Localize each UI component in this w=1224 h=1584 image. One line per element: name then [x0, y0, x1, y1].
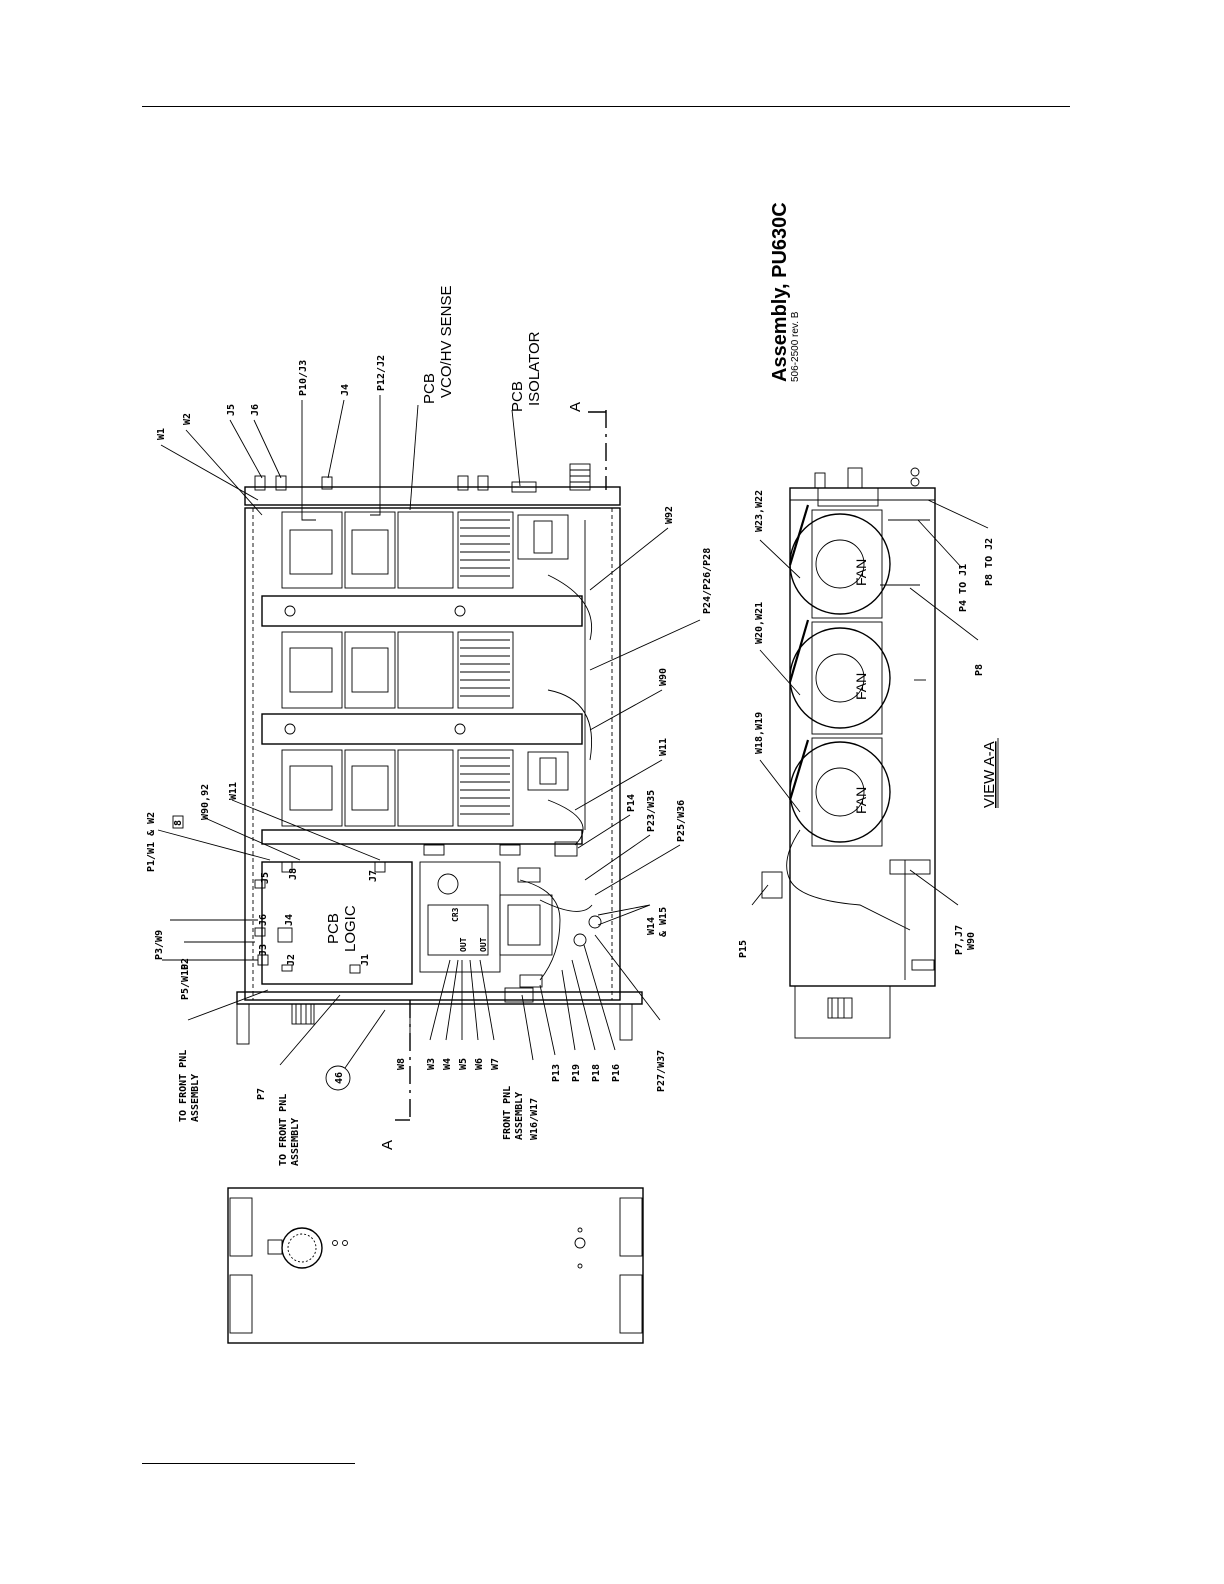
- assembly-subtitle: 506-2500 rev. B: [790, 311, 801, 382]
- fan-2: FAN: [789, 621, 891, 735]
- label-j6-board: J6: [258, 914, 269, 926]
- label-p24-p26-p28: P24/P26/P28: [702, 548, 713, 614]
- label-w11-right: W11: [658, 738, 669, 756]
- label-to-front-pnl-b: TO FRONT PNL ASSEMBLY: [278, 1088, 301, 1166]
- main-top-view: PCB LOGIC: [236, 410, 643, 1121]
- label-to-front-pnl-a: TO FRONT PNL ASSEMBLY: [178, 1044, 201, 1122]
- callout-46-circle: [325, 1065, 351, 1091]
- label-j5: J5: [226, 404, 237, 416]
- label-out-2: OUT: [479, 937, 488, 952]
- label-w11-left: W11: [228, 782, 239, 800]
- label-w20-w21: W20,W21: [754, 602, 765, 644]
- callout-8-box: [172, 815, 184, 829]
- label-callout-46: 46: [334, 1072, 345, 1084]
- label-w1: W1: [156, 428, 167, 440]
- label-section-a-bottom: A: [379, 1140, 396, 1150]
- fan-1: FAN: [789, 509, 891, 619]
- label-w2: W2: [182, 413, 193, 425]
- front-panel-view: [227, 1187, 644, 1344]
- header-rule: [142, 106, 1070, 107]
- label-p19: P19: [571, 1064, 582, 1082]
- label-w14: W14: [646, 917, 657, 935]
- label-p7: P7: [256, 1088, 267, 1100]
- label-w15: & W15: [658, 907, 669, 937]
- label-j2-board: J2: [286, 954, 297, 966]
- label-j3-board: J3: [258, 944, 269, 956]
- label-w4: W4: [442, 1058, 453, 1070]
- label-p4-to-j1: P4 TO J1: [958, 564, 969, 612]
- label-j7-board: J7: [368, 870, 379, 882]
- label-w16-w17: W16/W17: [529, 1098, 540, 1140]
- label-p8-to-j2: P8 TO J2: [984, 538, 995, 586]
- title-block: Assembly, PU630C 506-2500 rev. B: [769, 202, 801, 382]
- label-j8-board: J8: [288, 868, 299, 880]
- leader-lines: [157, 395, 989, 1091]
- label-view-a-a: VIEW A-A: [981, 741, 998, 808]
- fan-label: FAN: [853, 787, 869, 814]
- label-j4: J4: [340, 384, 351, 396]
- footer-rule: [142, 1463, 355, 1464]
- label-section-a-top: A: [567, 402, 584, 412]
- fan-label: FAN: [853, 559, 869, 586]
- label-pcb-vco: PCB VCO/HV SENSE: [421, 285, 455, 404]
- label-j6: J6: [250, 404, 261, 416]
- fan-label: FAN: [853, 673, 869, 700]
- label-p3-w9: P3/W9: [154, 930, 165, 960]
- label-w18-w19: W18,W19: [754, 712, 765, 754]
- label-p2: P2: [180, 958, 191, 970]
- label-p7-j7: P7,J7: [954, 925, 965, 955]
- label-w90-92: W90,92: [200, 784, 211, 820]
- section-view-a-a: FAN FAN FAN: [761, 467, 936, 1039]
- pcb-logic-label: PCB LOGIC: [325, 905, 359, 952]
- front-panel-edge: [236, 991, 643, 1005]
- rear-connector-strip: [244, 486, 621, 506]
- label-w8: W8: [396, 1058, 407, 1070]
- label-w7: W7: [490, 1058, 501, 1070]
- label-p5-w10: P5/W10: [180, 964, 191, 1000]
- label-w92: W92: [664, 506, 675, 524]
- label-p15: P15: [738, 940, 749, 958]
- front-panel-outline: [227, 1187, 644, 1344]
- label-p16: P16: [611, 1064, 622, 1082]
- label-w5: W5: [458, 1058, 469, 1070]
- label-p13: P13: [551, 1064, 562, 1082]
- label-out-1: OUT: [459, 937, 468, 952]
- label-w23-w22: W23,W22: [754, 490, 765, 532]
- label-j5-board: J5: [260, 872, 271, 884]
- label-cr3: CR3: [451, 907, 460, 922]
- label-w90: W90: [658, 668, 669, 686]
- label-p18: P18: [591, 1064, 602, 1082]
- chassis-outline: [244, 507, 621, 1001]
- label-callout-8: 8: [173, 820, 184, 826]
- label-p14: P14: [626, 794, 637, 812]
- label-w3: W3: [426, 1058, 437, 1070]
- label-w90-section: W90: [966, 932, 977, 950]
- module-row: [261, 511, 593, 846]
- label-j4-board: J4: [284, 914, 295, 926]
- fan-3: FAN: [789, 737, 891, 847]
- callout-labels: W1 W2 J5 J6 P10/J3 J4 P12/J2 PCB VCO/HV …: [146, 285, 999, 1166]
- label-p12-j2: P12/J2: [376, 355, 387, 391]
- label-p23-w35: P23/W35: [646, 790, 657, 832]
- pcb-logic-board: [261, 861, 413, 985]
- label-j1-board: J1: [360, 954, 371, 966]
- label-p27-w37: P27/W37: [656, 1050, 667, 1092]
- label-p1-w1-w2: P1/W1 & W2: [146, 812, 157, 872]
- label-p8: P8: [974, 664, 985, 676]
- label-w6: W6: [474, 1058, 485, 1070]
- label-front-pnl-assembly: FRONT PNL ASSEMBLY: [502, 1080, 525, 1140]
- assembly-title: Assembly, PU630C: [769, 202, 791, 382]
- label-pcb-isolator: PCB ISOLATOR: [509, 331, 543, 412]
- label-p25-w36: P25/W36: [676, 800, 687, 842]
- label-p10-j3: P10/J3: [298, 360, 309, 396]
